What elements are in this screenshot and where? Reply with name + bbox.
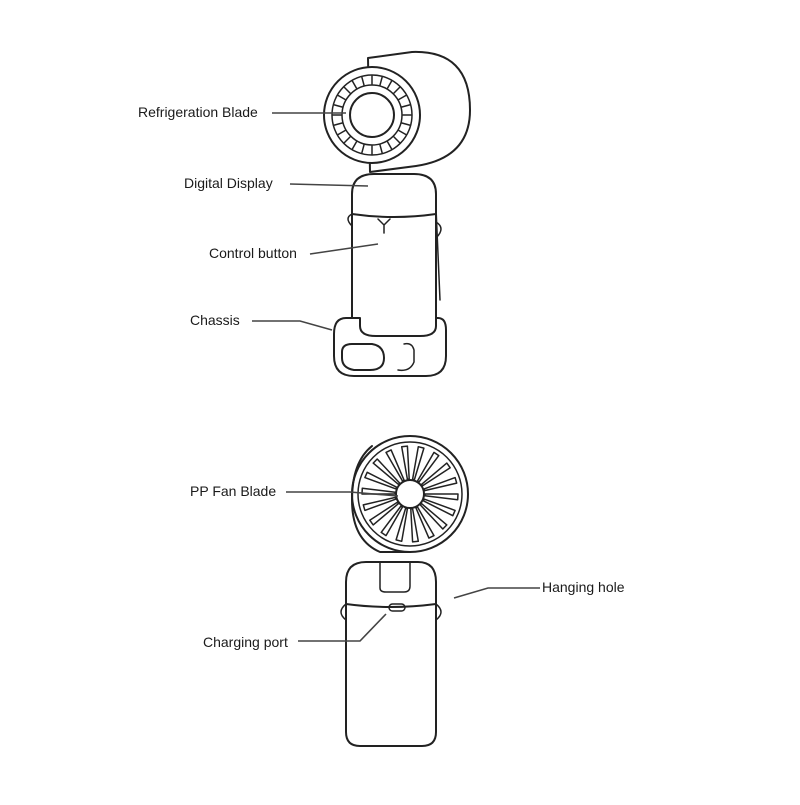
grille-slat xyxy=(386,141,393,150)
grille-slat xyxy=(361,76,365,86)
display-cap xyxy=(351,173,437,218)
grille-slat xyxy=(343,136,351,144)
refrigeration-blade-grille xyxy=(332,75,412,155)
label-chassis: Chassis xyxy=(190,312,240,328)
label-control-button: Control button xyxy=(209,245,297,261)
leader-lines xyxy=(252,112,540,642)
handle-body xyxy=(347,207,442,339)
labels: Refrigeration Blade Digital Display Cont… xyxy=(138,104,625,650)
grille-slat xyxy=(379,144,383,154)
back-display-cap xyxy=(345,561,437,608)
leader-charging-port xyxy=(298,613,387,642)
grille-slat xyxy=(337,94,346,101)
label-refrigeration-blade: Refrigeration Blade xyxy=(138,104,258,120)
grille-slat xyxy=(398,129,407,136)
control-button-icon xyxy=(377,218,391,234)
leader-chassis xyxy=(252,320,333,331)
grille-slat xyxy=(401,122,411,126)
grille-slat xyxy=(333,104,343,108)
label-digital-display: Digital Display xyxy=(184,175,273,191)
leader-control-button xyxy=(309,243,379,255)
grille-slat xyxy=(361,144,365,154)
fan-front-view xyxy=(323,50,471,377)
grille-slat xyxy=(393,136,401,144)
grille-slat xyxy=(393,86,401,94)
leader-hanging-hole xyxy=(453,587,540,599)
grille-slat xyxy=(351,141,358,150)
grille-slat xyxy=(386,80,393,89)
grille-slat xyxy=(333,122,343,126)
leader-digital-display xyxy=(289,183,369,187)
fan-spoke xyxy=(411,445,425,481)
grille-slat xyxy=(379,76,383,86)
charging-port-icon xyxy=(388,603,406,612)
grille-slat xyxy=(343,86,351,94)
label-charging-port: Charging port xyxy=(203,634,288,650)
label-hanging-hole: Hanging hole xyxy=(542,579,625,595)
fan-head xyxy=(323,50,471,173)
grille-slat xyxy=(351,80,358,89)
fan-back-view xyxy=(340,435,469,747)
grille-slat xyxy=(337,129,346,136)
grille-slat xyxy=(401,104,411,108)
label-pp-fan-blade: PP Fan Blade xyxy=(190,483,276,499)
back-handle-body xyxy=(340,599,442,747)
back-fan-head xyxy=(351,435,469,553)
leader-pp-fan-blade xyxy=(286,491,399,497)
grille-slat xyxy=(398,94,407,101)
chassis-base xyxy=(333,317,447,377)
fan-spoke xyxy=(395,507,409,543)
